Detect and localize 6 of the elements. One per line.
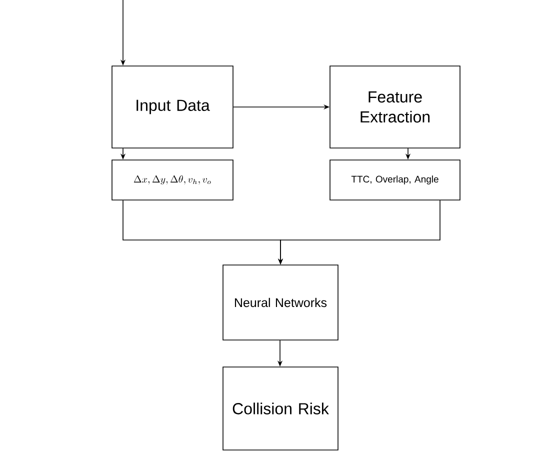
process-box: Input Data: [112, 66, 234, 148]
process-box: Feature Extraction: [330, 66, 460, 148]
process-box: $\Delta x, \Delta y, \Delta \theta, v_h, v_o$: [112, 160, 234, 200]
process-box: Collision Risk: [222, 366, 338, 450]
process-box: TTC, Overlap, Angle: [330, 160, 460, 200]
process-box: Neural Networks: [222, 264, 338, 340]
